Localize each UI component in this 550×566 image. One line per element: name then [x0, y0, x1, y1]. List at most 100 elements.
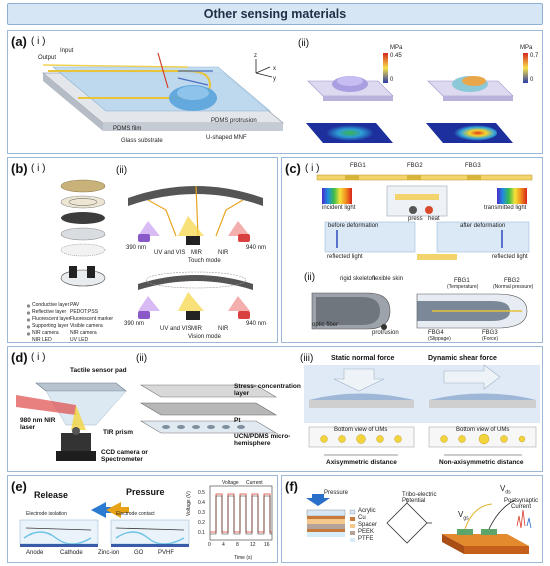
- input-label: Input: [60, 48, 74, 54]
- x-tick-4: 16: [264, 542, 270, 548]
- cu-label: Cu: [358, 515, 366, 521]
- ptfe-label: PTFE: [358, 536, 374, 542]
- scale-right-max: 0.7: [530, 53, 539, 59]
- panel-f: (f) Pressure Acrylic Cu Spacer PEEK PTFE…: [281, 475, 543, 563]
- chart-legend-current: Current: [246, 480, 263, 486]
- y-tick-3: 0.2: [198, 520, 205, 526]
- temperature-label: (Temperature): [447, 284, 479, 290]
- non-axisymmetric-label: Non-axisymmetric distance: [439, 459, 524, 466]
- scale-left-max: 0.45: [390, 53, 402, 59]
- panel-c: (c) ( i ) (ii) FBG1 FBG2 FBG3: [281, 157, 543, 343]
- color-scale-right: [523, 53, 528, 83]
- touch-wl-390: 390 nm: [126, 245, 147, 251]
- force-diagrams: [304, 364, 540, 456]
- panel-f-label: (f): [285, 479, 298, 494]
- static-normal-label: Static normal force: [331, 355, 395, 362]
- axis-x-label: x: [273, 66, 276, 72]
- dynamic-shear-label: Dynamic shear force: [428, 355, 497, 362]
- transistor-device: [442, 499, 532, 554]
- stress-layer-label: Stress- concentration layer: [234, 383, 301, 397]
- y-tick-2: 0.3: [198, 510, 205, 516]
- protrusion-label: protrusion: [372, 330, 399, 336]
- fbg4-bottom: FBG4: [428, 330, 444, 336]
- panel-e-label: (e): [11, 479, 27, 494]
- chart-legend-voltage: Voltage: [222, 480, 239, 486]
- reflected-light-right: reflected light: [492, 254, 528, 260]
- legend-item-1: PAV: [70, 302, 80, 308]
- legend-item-3: PEDOT:PSS: [70, 309, 99, 315]
- vds-label: Vds: [500, 484, 511, 496]
- vision-nir: NIR: [218, 326, 229, 332]
- legend-item-0: Conductive layer: [32, 302, 70, 308]
- legend-item-10: NIR LED: [32, 337, 52, 343]
- vds-sub: ds: [505, 489, 511, 496]
- axisymmetric-label: Axisymmetric distance: [326, 459, 397, 466]
- spacer-label: Spacer: [358, 522, 378, 528]
- vgs-sub: gs: [463, 515, 469, 522]
- vision-wl-390: 390 nm: [124, 321, 145, 327]
- figure-title: Other sensing materials: [7, 3, 543, 25]
- transmitted-light-label: transmitted light: [484, 205, 527, 211]
- tribo-stack: [306, 494, 356, 542]
- legend-item-7: Visible camera: [70, 323, 103, 329]
- release-label: Release: [34, 490, 69, 500]
- stress-simulation-right: [426, 76, 514, 143]
- press-label: press: [408, 216, 423, 222]
- panel-d: (d) ( i ) (ii) (iii) Tactile sensor pad …: [7, 346, 543, 472]
- legend-item-4: Fluorescent layer: [32, 316, 71, 322]
- fbg-skeleton: [416, 293, 528, 329]
- incident-light-label: incident light: [322, 205, 356, 211]
- legend-dots: [26, 304, 31, 336]
- fbg3-top: FBG3: [465, 163, 481, 169]
- after-deformation-label: after deformation: [460, 223, 506, 229]
- scale-left-min: 0: [390, 77, 394, 83]
- postsynaptic-label: Postsynaptic Current: [503, 498, 539, 510]
- panel-c-label: (c): [285, 161, 301, 176]
- fbg-fiber-diagram: [316, 174, 533, 260]
- current-trace: [210, 495, 272, 535]
- vision-mode-diagram: [138, 271, 253, 320]
- mnf-schematic: [41, 52, 285, 131]
- legend-cathode: Cathode: [60, 550, 83, 556]
- tir-setup: [16, 382, 127, 461]
- panel-a-sub-i: ( i ): [31, 36, 46, 47]
- pdms-protrusion-label: PDMS protrusion: [211, 118, 257, 124]
- legend-anode: Anode: [26, 550, 44, 556]
- vision-wl-940: 940 nm: [246, 321, 267, 327]
- touch-wl-940: 940 nm: [246, 245, 267, 251]
- optic-fiber-label: optic fiber: [312, 322, 339, 328]
- tribo-label: Tribo-electric Potential: [402, 492, 437, 504]
- axis-y-label: y: [273, 76, 276, 82]
- panel-d-sub-ii: (ii): [136, 353, 148, 364]
- before-deformation-label: before deformation: [328, 223, 379, 229]
- acrylic-label: Acrylic: [358, 508, 376, 514]
- legend-go: GO: [134, 550, 144, 556]
- panel-b-label: (b): [11, 161, 28, 176]
- reflected-light-left: reflected light: [327, 254, 363, 260]
- glass-substrate-label: Glass substrate: [121, 138, 163, 144]
- output-label: Output: [38, 55, 57, 61]
- bottom-view-left: Bottom view of UMs: [334, 427, 388, 433]
- vision-mir: MIR: [191, 326, 202, 332]
- color-scale-left: [383, 53, 388, 83]
- legend-zinc-ion: Zinc-ion: [98, 550, 120, 556]
- tir-prism-label: TIR prism: [103, 429, 133, 436]
- tactile-pad-label: Tactile sensor pad: [70, 367, 127, 374]
- electrode-isolation-label: Electrode isolation: [26, 511, 67, 517]
- legend-item-8: NIR camera: [32, 330, 59, 336]
- panel-b: (b) ( i ) (ii) Conductive layer PAV Refl…: [7, 157, 278, 343]
- panel-c-sub-ii: (ii): [304, 272, 316, 283]
- legend-item-2: Reflective layer: [32, 309, 67, 315]
- rigid-skeleton-label: rigid skeleton: [340, 276, 376, 282]
- slippage-label: (Slippage): [428, 336, 451, 342]
- panel-b-sub-i: ( i ): [31, 163, 46, 174]
- flexible-skin-label: flexible skin: [372, 276, 404, 282]
- chart-xlabel: Time (s): [234, 555, 253, 561]
- vision-uv-vis: UV and VIS: [160, 326, 192, 332]
- stress-simulation-left: [306, 76, 394, 143]
- touch-mode-label: Touch mode: [188, 258, 221, 264]
- touch-mode-diagram: [128, 185, 263, 245]
- fbg2-bottom: FBG2: [504, 278, 520, 284]
- panel-c-sub-i: ( i ): [305, 163, 320, 174]
- vision-mode-label: Vision mode: [188, 334, 221, 340]
